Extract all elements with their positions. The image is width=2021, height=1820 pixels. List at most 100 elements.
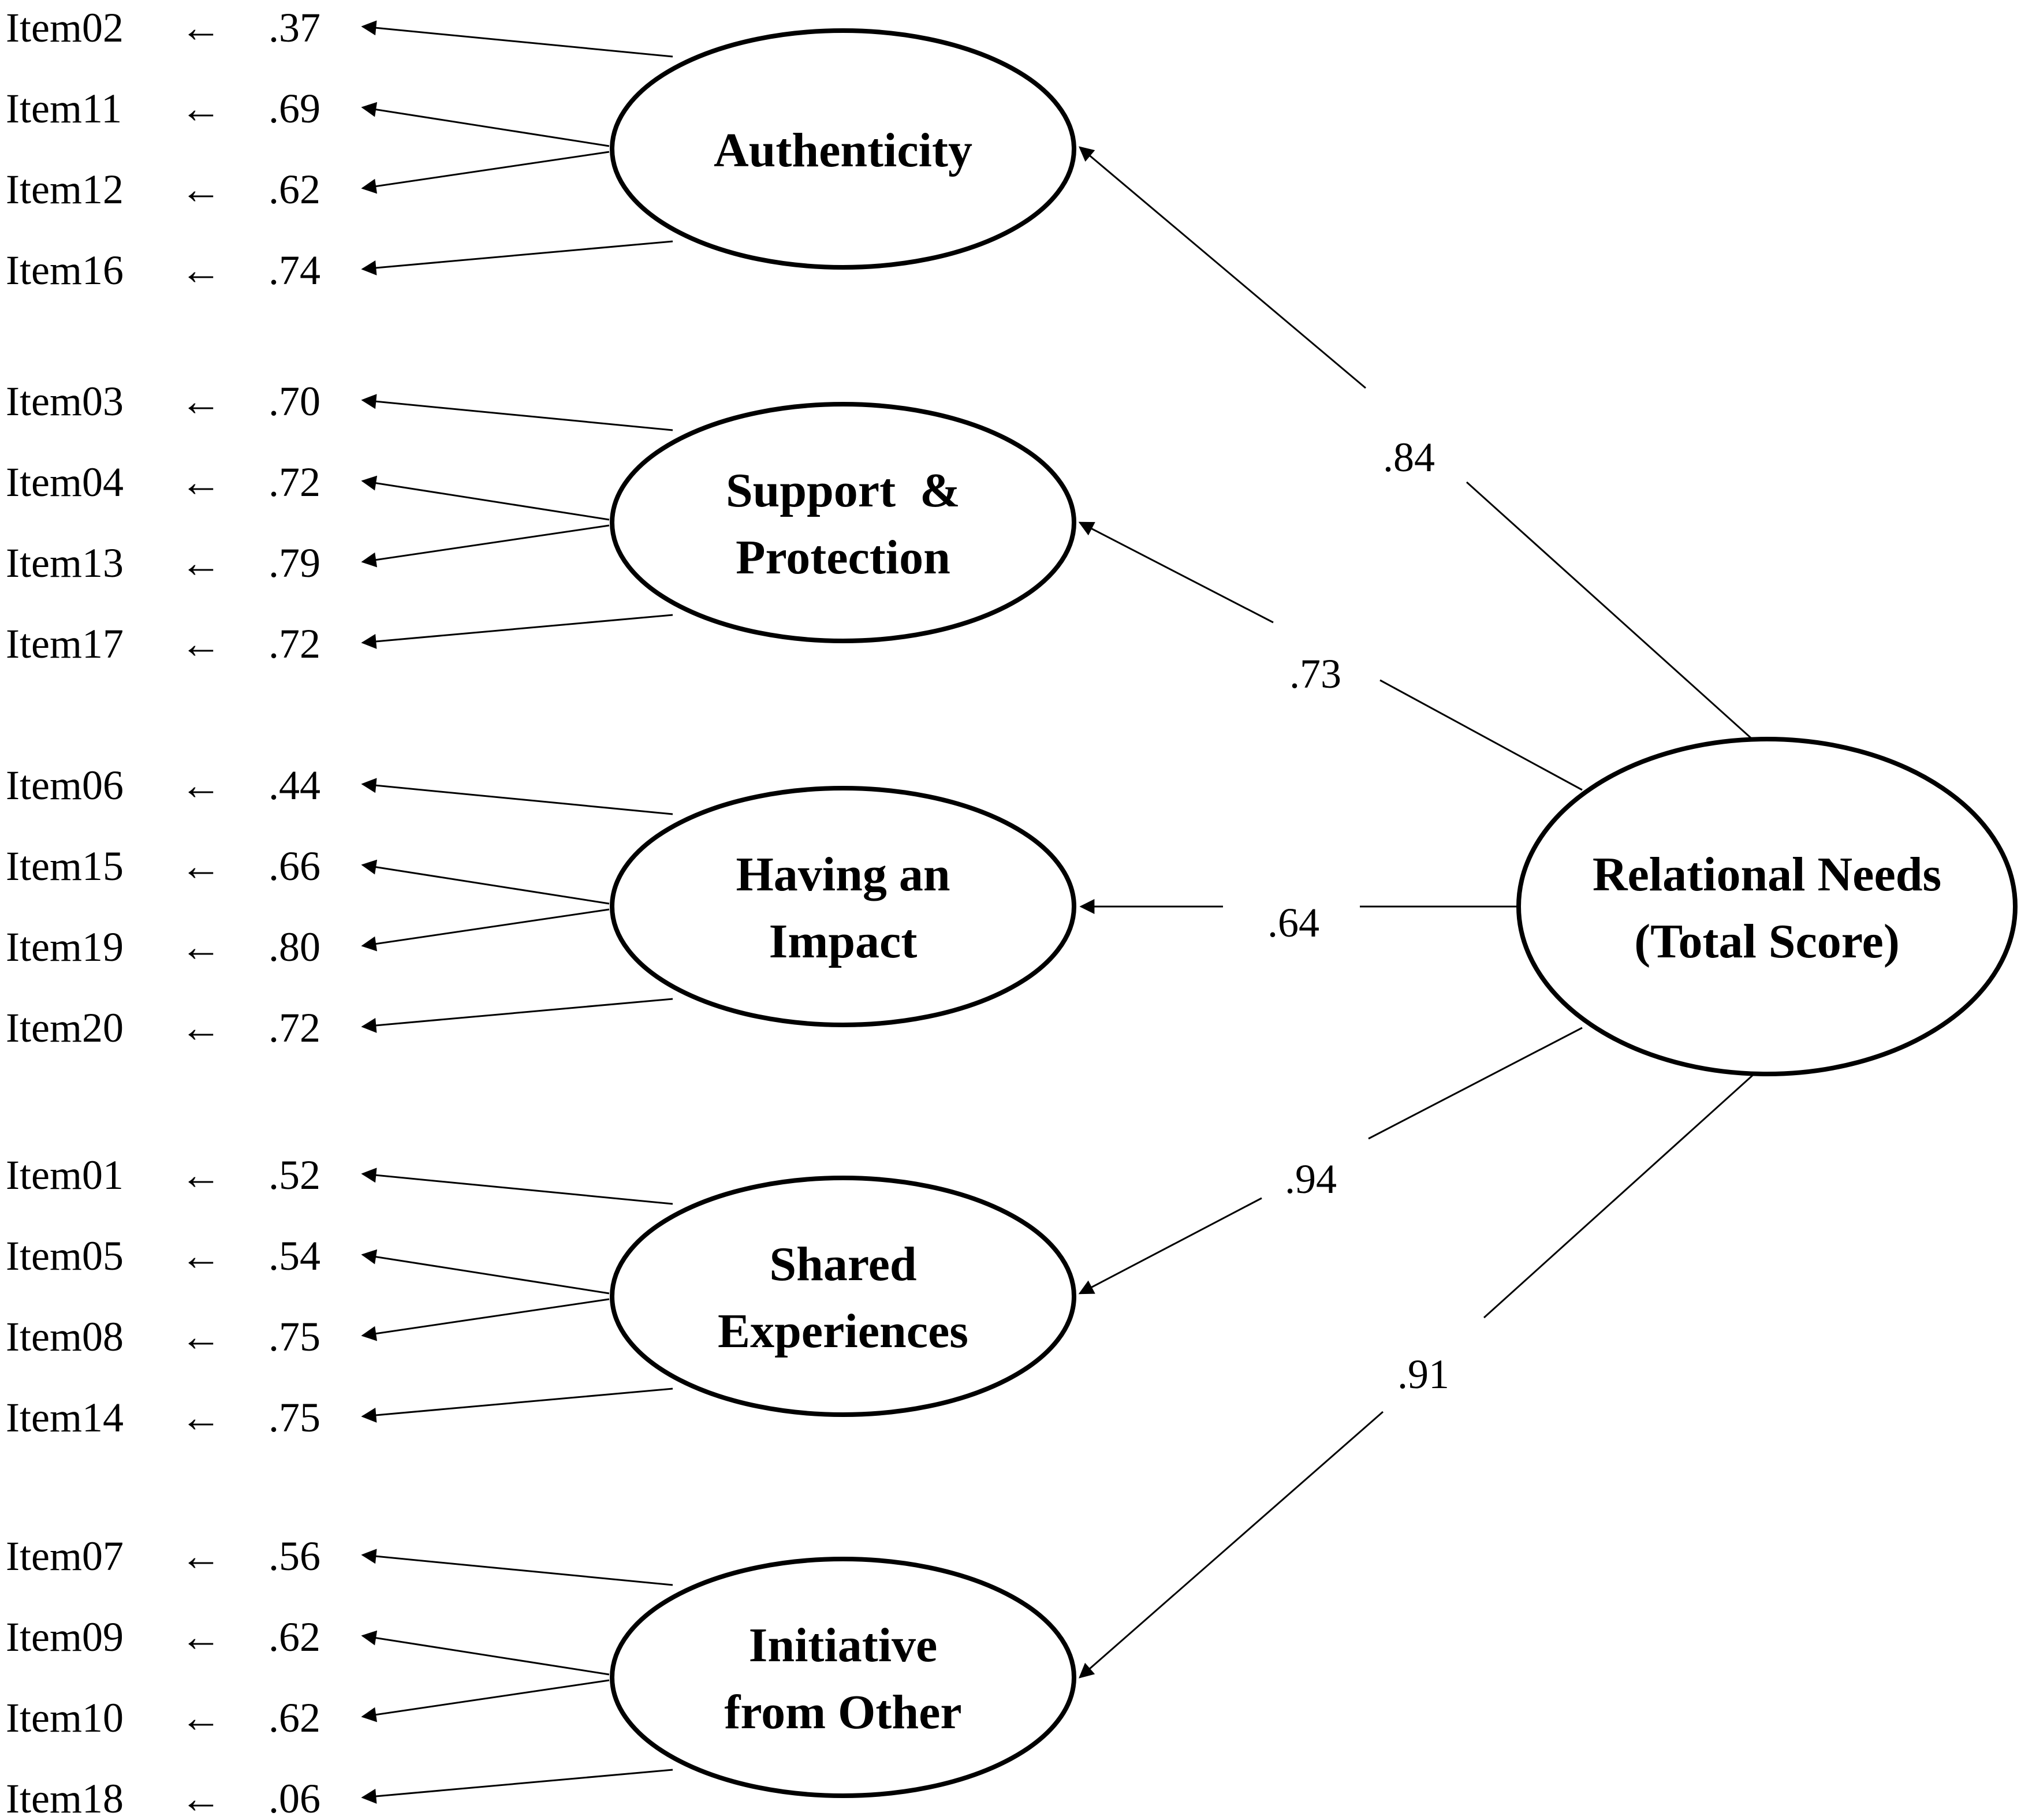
item-arrow-glyph: ← <box>180 247 222 293</box>
structural-path-value: .94 <box>1285 1156 1337 1202</box>
item-arrow-glyph: ← <box>180 762 222 808</box>
item-loading-value: .54 <box>269 1233 320 1279</box>
item-arrow-glyph: ← <box>180 459 222 505</box>
item-name: Item14 <box>6 1394 124 1441</box>
item-name: Item08 <box>6 1314 124 1360</box>
item-loading-value: .80 <box>269 924 320 970</box>
item-loading-value: .75 <box>269 1314 320 1360</box>
item-name: Item11 <box>6 85 122 132</box>
item-name: Item17 <box>6 621 124 667</box>
item-arrow-glyph: ← <box>180 166 222 212</box>
item-loading-edge <box>361 1249 610 1295</box>
item-name: Item12 <box>6 166 124 212</box>
structural-path-value: .91 <box>1397 1351 1449 1397</box>
item-loading-edge <box>361 151 610 194</box>
structural-path-segment <box>1379 679 1583 791</box>
edges-layer <box>361 20 1757 1804</box>
item-name: Item05 <box>6 1233 124 1279</box>
factor-ellipse <box>610 402 1076 643</box>
item-loading-edge <box>361 524 610 568</box>
item-loading-edge <box>361 859 610 905</box>
factor-label: Shared <box>769 1237 916 1291</box>
item-name: Item16 <box>6 247 124 293</box>
item-name: Item15 <box>6 843 124 889</box>
factor-ellipse <box>610 1557 1076 1798</box>
item-name: Item19 <box>6 924 124 970</box>
factor-label: Having an <box>736 848 950 901</box>
item-loading-edge <box>361 1549 673 1586</box>
higher-factor-label: Relational Needs <box>1593 848 1941 901</box>
item-loading-edge <box>361 778 673 815</box>
item-arrow-glyph: ← <box>180 843 222 889</box>
structural-path-segment <box>1368 1027 1583 1140</box>
item-arrow-glyph: ← <box>180 1152 222 1198</box>
item-arrow-glyph: ← <box>180 1394 222 1441</box>
structural-path-segment <box>1466 481 1757 743</box>
factor-label: Impact <box>769 915 918 968</box>
item-arrow-glyph: ← <box>180 1776 222 1820</box>
factor-ellipse <box>610 786 1076 1027</box>
structural-path-arrow <box>1078 1197 1262 1295</box>
item-loading-value: .74 <box>269 247 320 293</box>
item-loading-value: .69 <box>269 85 320 132</box>
item-loading-value: .56 <box>269 1533 320 1579</box>
item-loading-value: .75 <box>269 1394 320 1441</box>
item-arrow-glyph: ← <box>180 5 222 51</box>
item-loading-value: .44 <box>269 762 320 808</box>
item-loading-value: .62 <box>269 166 320 212</box>
item-loading-edge <box>361 394 673 431</box>
nodes-layer <box>610 28 2018 1798</box>
item-loading-edge <box>361 1679 610 1722</box>
item-loading-value: .79 <box>269 540 320 586</box>
item-loading-value: .72 <box>269 621 320 667</box>
item-name: Item02 <box>6 5 124 51</box>
item-loading-value: .72 <box>269 459 320 505</box>
item-name: Item10 <box>6 1695 124 1741</box>
item-loading-edge <box>361 1630 610 1676</box>
item-loading-edge <box>361 1769 673 1804</box>
item-loading-value: .37 <box>269 5 320 51</box>
item-loading-edge <box>361 475 610 521</box>
item-name: Item18 <box>6 1776 124 1820</box>
item-loading-edge <box>361 1388 673 1423</box>
item-loading-edge <box>361 908 610 952</box>
item-loading-value: .72 <box>269 1005 320 1051</box>
item-loading-value: .62 <box>269 1695 320 1741</box>
higher-factor-label: (Total Score) <box>1634 915 1900 968</box>
item-arrow-glyph: ← <box>180 1314 222 1360</box>
item-loading-value: .52 <box>269 1152 320 1198</box>
factor-label: from Other <box>724 1685 961 1739</box>
factor-label: Support & <box>726 464 960 517</box>
factor-label: Protection <box>736 531 950 584</box>
structural-path-value: .64 <box>1267 900 1319 946</box>
item-name: Item06 <box>6 762 124 808</box>
structural-path-value: .84 <box>1383 434 1435 480</box>
item-arrow-glyph: ← <box>180 924 222 970</box>
factor-ellipse <box>610 28 1076 270</box>
structural-path-segment <box>1483 1072 1757 1319</box>
item-loading-value: .62 <box>269 1614 320 1660</box>
item-arrow-glyph: ← <box>180 1614 222 1660</box>
item-arrow-glyph: ← <box>180 1005 222 1051</box>
item-arrow-glyph: ← <box>180 378 222 424</box>
factor-label: Experiences <box>718 1304 968 1358</box>
item-name: Item03 <box>6 378 124 424</box>
labels-layer: Item02←.37Item11←.69Item12←.62Item16←.74… <box>6 5 1941 1820</box>
item-name: Item13 <box>6 540 124 586</box>
item-loading-value: .70 <box>269 378 320 424</box>
structural-path-arrow <box>1079 146 1366 389</box>
item-loading-edge <box>361 102 610 147</box>
item-arrow-glyph: ← <box>180 621 222 667</box>
item-name: Item04 <box>6 459 124 505</box>
factor-label: Authenticity <box>714 124 972 177</box>
factor-ellipse <box>610 1176 1076 1417</box>
item-name: Item20 <box>6 1005 124 1051</box>
item-loading-value: .66 <box>269 843 320 889</box>
item-loading-edge <box>361 240 673 275</box>
higher-factor-ellipse <box>1516 737 2018 1076</box>
factor-label: Initiative <box>749 1618 938 1672</box>
item-loading-edge <box>361 614 673 649</box>
item-name: Item01 <box>6 1152 124 1198</box>
structural-path-arrow <box>1079 1411 1384 1679</box>
